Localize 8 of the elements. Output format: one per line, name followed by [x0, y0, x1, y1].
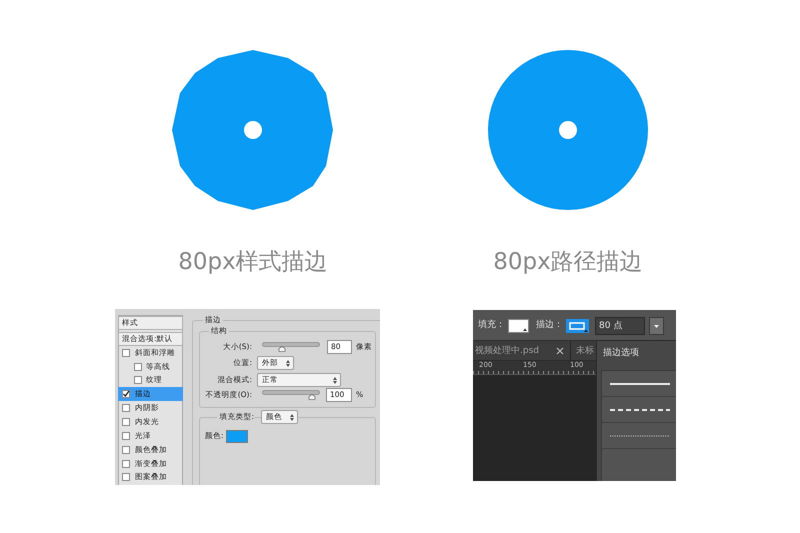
- disc-label: 80px样式描边: [178, 249, 328, 275]
- tab-title: 未标: [576, 344, 594, 358]
- popup-title: 描边选项: [603, 346, 639, 360]
- tab-title: 视频处理中.psd: [475, 344, 539, 358]
- disc-label: 80px路径描边: [493, 249, 643, 275]
- field-label: 描边：: [536, 318, 563, 332]
- stroke-width-field: 80 点: [595, 317, 645, 335]
- field-label: 填充：: [478, 318, 505, 332]
